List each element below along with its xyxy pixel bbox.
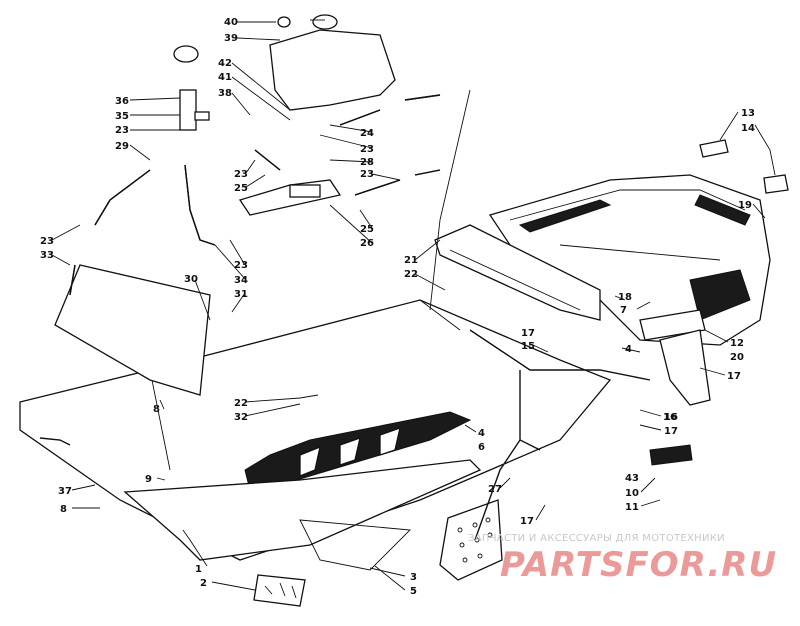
filler-neck xyxy=(173,45,210,131)
part-label: 33 xyxy=(40,250,54,261)
part-label: 23 xyxy=(234,169,248,180)
watermark-logo: PARTSFOR.RU xyxy=(500,545,778,585)
part-label: 36 xyxy=(115,96,129,107)
part-label: 11 xyxy=(625,502,639,513)
part-label: 17 xyxy=(727,371,741,382)
part-label: 13 xyxy=(741,108,755,119)
part-label: 41 xyxy=(218,72,232,83)
small-plate xyxy=(253,574,306,607)
part-label: 28 xyxy=(360,157,374,168)
part-label: 5 xyxy=(410,586,417,597)
part-label: 16 xyxy=(664,412,678,423)
part-label: 38 xyxy=(218,88,232,99)
part-label: 4 xyxy=(478,428,485,439)
part-label: 25 xyxy=(360,224,374,235)
part-label: 9 xyxy=(145,474,152,485)
part-label: 43 xyxy=(625,473,639,484)
part-label: 40 xyxy=(224,17,238,28)
part-label: 17 xyxy=(520,516,534,527)
part-label: 8 xyxy=(60,504,67,515)
side-vent xyxy=(244,411,472,491)
leader-lines xyxy=(51,19,776,591)
part-label: 23 xyxy=(360,169,374,180)
part-label: 23 xyxy=(360,144,374,155)
part-label: 3 xyxy=(410,572,417,583)
part-label: 20 xyxy=(730,352,744,363)
part-label: 23 xyxy=(234,260,248,271)
part-label: 34 xyxy=(234,275,248,286)
part-label: 1 xyxy=(195,564,202,575)
part-label: 18 xyxy=(618,292,632,303)
part-label: 10 xyxy=(625,488,639,499)
part-label: 37 xyxy=(58,486,72,497)
hitch-bracket xyxy=(659,329,711,406)
part-label: 8 xyxy=(153,404,160,415)
rear-rack xyxy=(434,224,601,321)
steering-rod xyxy=(469,329,651,541)
thermostat-housing xyxy=(238,179,342,216)
part-label: 29 xyxy=(115,141,129,152)
part-label: 15 xyxy=(521,341,535,352)
part-label: 27 xyxy=(488,484,502,495)
part-label: 25 xyxy=(234,183,248,194)
part-label: 35 xyxy=(115,111,129,122)
part-label: 30 xyxy=(184,274,198,285)
part-label: 19 xyxy=(738,200,752,211)
part-label: 26 xyxy=(360,238,374,249)
part-label: 17 xyxy=(521,328,535,339)
part-label: 22 xyxy=(404,269,418,280)
part-label: 23 xyxy=(40,236,54,247)
part-label: 17 xyxy=(664,426,678,437)
oil-tank xyxy=(269,14,396,111)
part-label: 16 xyxy=(663,412,677,423)
watermark-caption: ЗАПЧАСТИ И АКСЕССУАРЫ ДЛЯ МОТОТЕХНИКИ xyxy=(468,533,725,544)
part-label: 21 xyxy=(404,255,418,266)
part-label: 24 xyxy=(360,128,374,139)
part-label: 31 xyxy=(234,289,248,300)
part-label: 39 xyxy=(224,33,238,44)
part-label: 14 xyxy=(741,123,755,134)
side-panel xyxy=(54,264,211,396)
part-label: 7 xyxy=(620,305,627,316)
reflector-plate xyxy=(649,444,693,466)
part-label: 12 xyxy=(730,338,744,349)
part-label: 42 xyxy=(218,58,232,69)
part-label: 23 xyxy=(115,125,129,136)
lower-plate xyxy=(123,459,482,571)
part-label: 22 xyxy=(234,398,248,409)
rear-bumper xyxy=(488,174,771,346)
bracket-plate xyxy=(439,499,503,581)
part-label: 2 xyxy=(200,578,207,589)
part-label: 32 xyxy=(234,412,248,423)
coolant-hoses xyxy=(69,94,441,296)
part-label: 6 xyxy=(478,442,485,453)
decal-plates xyxy=(699,139,789,194)
part-number-labels: 1 2 3 4 5 6 7 8 8 9 10 11 12 13 14 15 16… xyxy=(40,17,755,597)
